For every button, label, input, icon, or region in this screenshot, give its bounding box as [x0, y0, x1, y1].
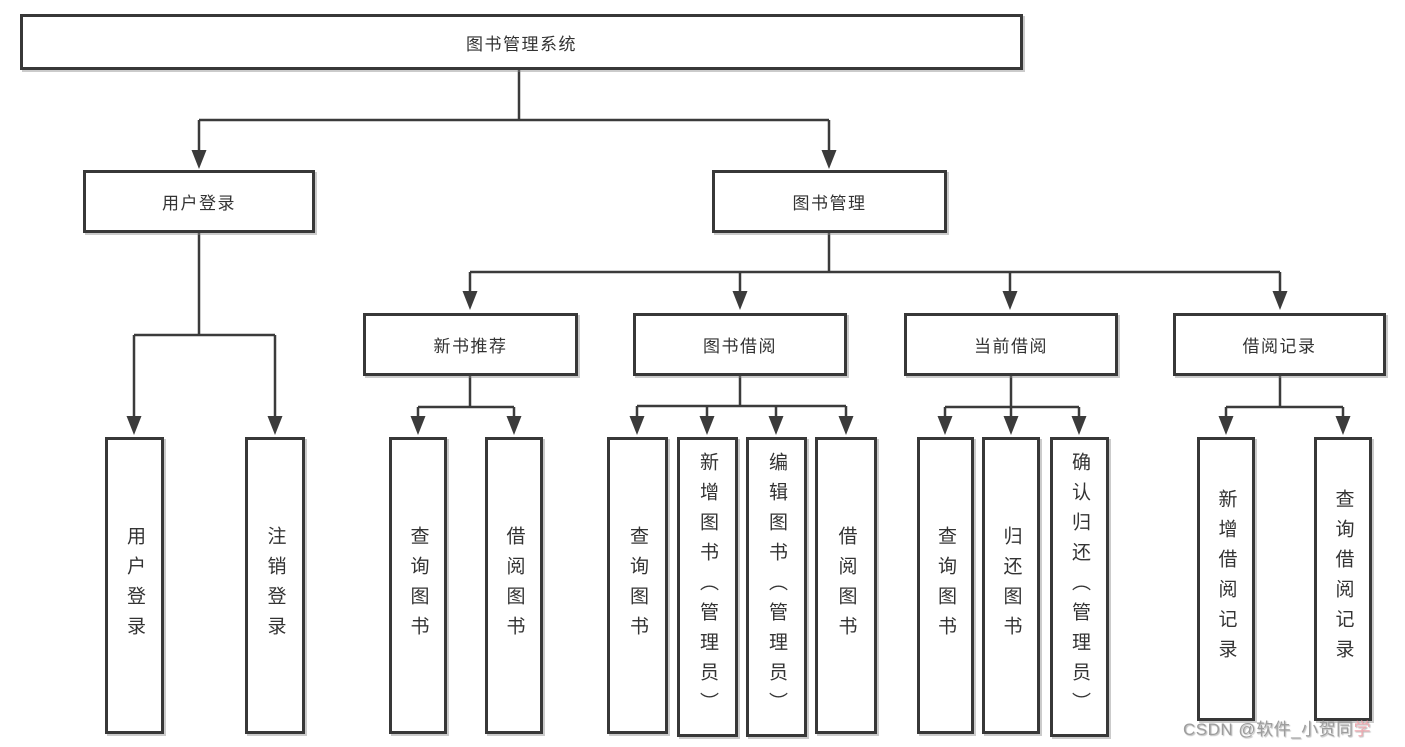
- node-book-management: 图书管理: [712, 170, 947, 233]
- leaf-user-login: 用户登录: [105, 437, 164, 734]
- leaf-bb-borrow-books: 借阅图书: [815, 437, 877, 734]
- leaf-logout: 注销登录: [245, 437, 305, 734]
- leaf-bb-add-books-admin: 新增图书（管理员）: [677, 437, 738, 737]
- leaf-cb-query-books: 查询图书: [917, 437, 974, 734]
- csdn-watermark: CSDN @软件_小贺同学: [1183, 715, 1371, 740]
- leaf-nbr-borrow-books: 借阅图书: [485, 437, 543, 734]
- watermark-accent-text: 学: [1353, 720, 1372, 739]
- node-current-borrow: 当前借阅: [904, 313, 1118, 376]
- leaf-nbr-query-books: 查询图书: [389, 437, 447, 734]
- node-borrow-records: 借阅记录: [1173, 313, 1386, 376]
- leaf-cb-confirm-return-admin: 确认归还（管理员）: [1050, 437, 1109, 737]
- node-new-book-recommend: 新书推荐: [363, 313, 578, 376]
- leaf-cb-return-books: 归还图书: [982, 437, 1040, 734]
- node-root: 图书管理系统: [20, 14, 1023, 70]
- leaf-bb-query-books: 查询图书: [607, 437, 668, 734]
- node-book-borrow: 图书借阅: [633, 313, 847, 376]
- watermark-text: CSDN @软件_小贺同: [1183, 720, 1354, 739]
- leaf-br-add-record: 新增借阅记录: [1197, 437, 1255, 721]
- node-user-login: 用户登录: [83, 170, 315, 233]
- leaf-bb-edit-books-admin: 编辑图书（管理员）: [746, 437, 807, 737]
- leaf-br-query-record: 查询借阅记录: [1314, 437, 1372, 721]
